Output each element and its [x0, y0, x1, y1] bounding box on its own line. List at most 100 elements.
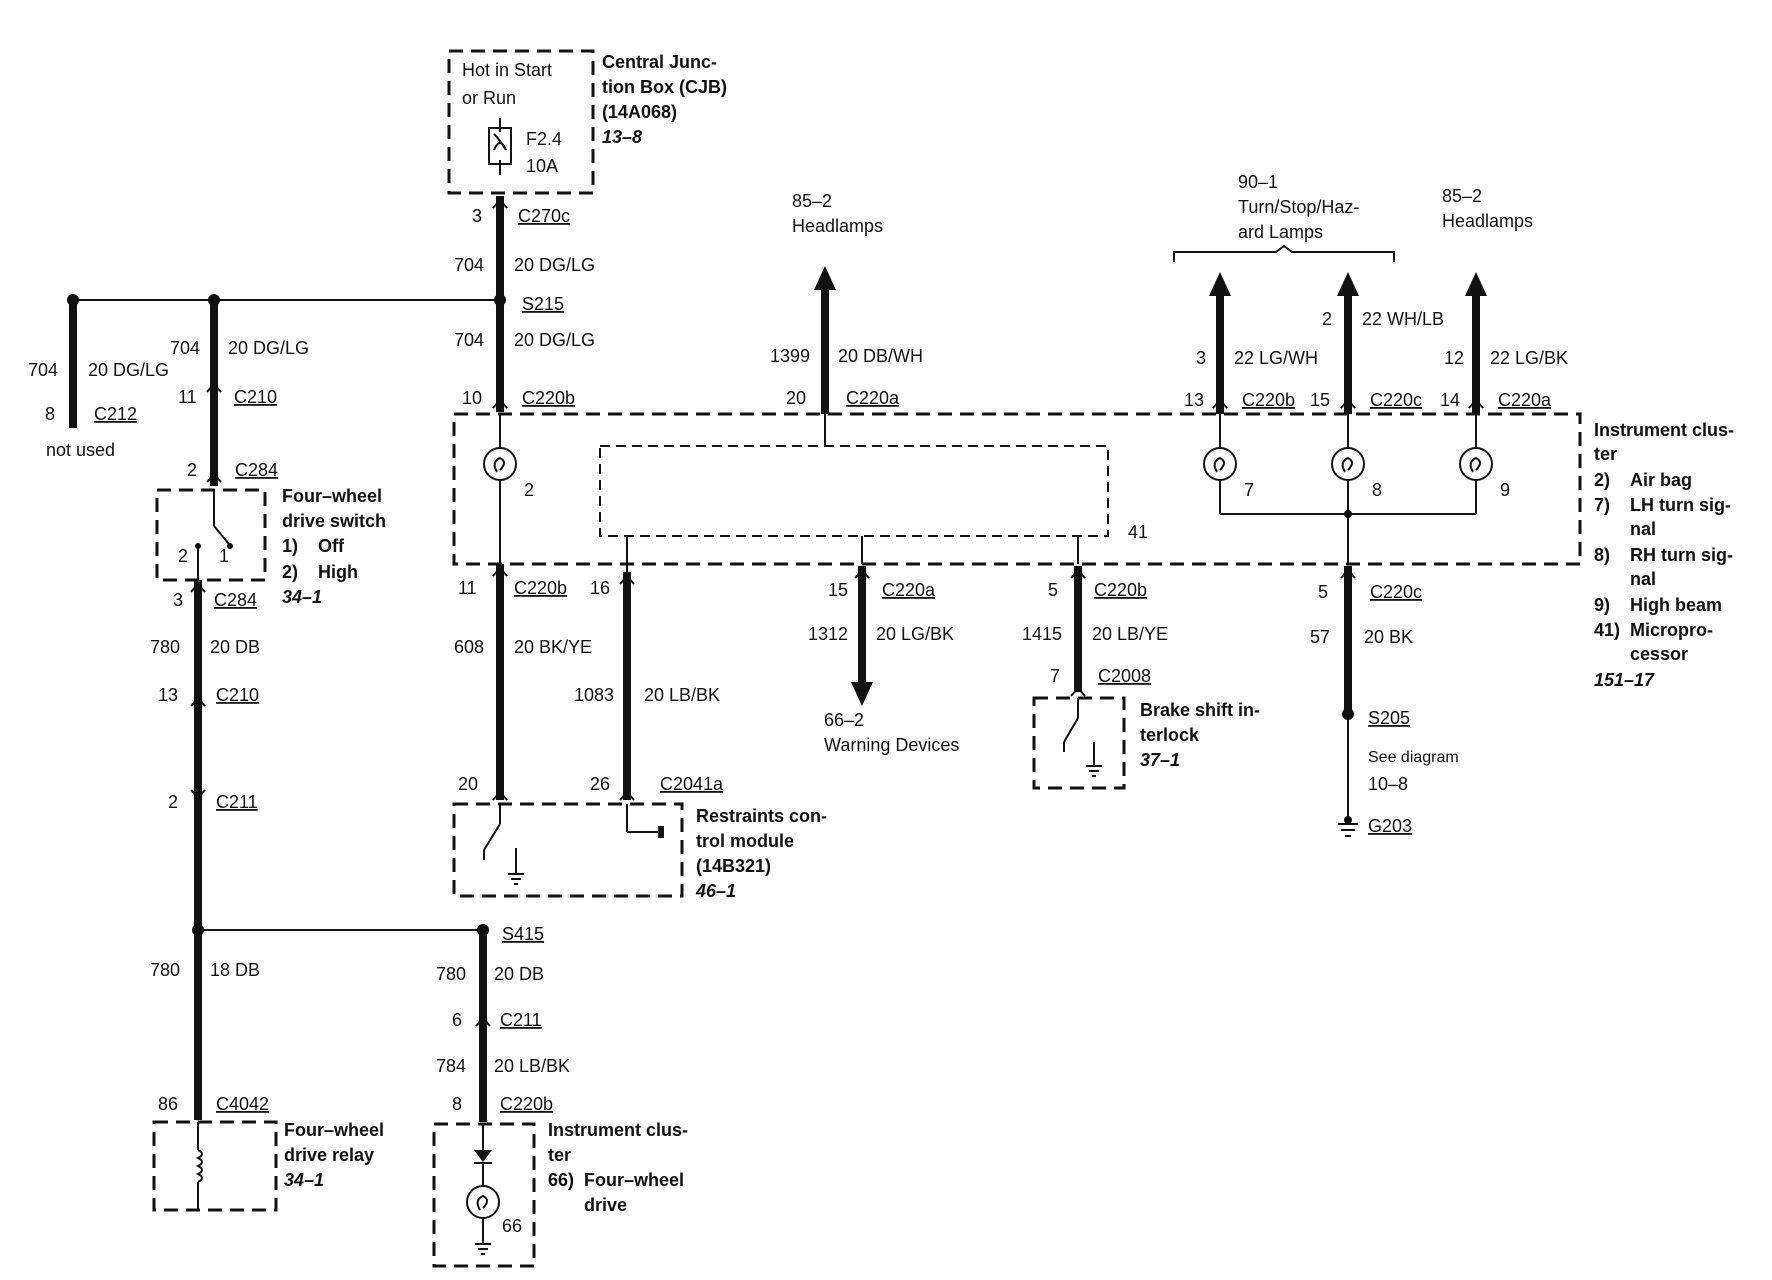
- diode-icon: [474, 1150, 492, 1162]
- switch-blade-icon: [1063, 717, 1079, 743]
- ground-icon: [1086, 765, 1102, 777]
- s415-branch: S415 780 20 DB 6 C211 784 20 LB/BK 8 C22…: [198, 924, 570, 1122]
- indicator-lamp-66-icon: [466, 1185, 500, 1219]
- restraints-title1: Restraints con-: [696, 806, 827, 826]
- wire-704-d-num: 704: [170, 338, 200, 358]
- wire-57-ground: 5 C220c 57 20 BK S205 See diagram 10–8 G…: [1310, 566, 1459, 837]
- c220c-b-label: C220c: [1370, 582, 1422, 602]
- wire-780-a-num: 780: [150, 637, 180, 657]
- connector-chevron-icon: [854, 568, 870, 579]
- restraints-title2: trol module: [696, 831, 794, 851]
- s205-label: S205: [1368, 708, 1410, 728]
- ic-low-66-num: 66): [548, 1170, 574, 1190]
- brake-ref: 37–1: [1140, 750, 1180, 770]
- ic-item41a: Micropro-: [1630, 620, 1713, 640]
- fwd-relay-title2: drive relay: [284, 1145, 374, 1165]
- lamp-filament-icon: [1213, 456, 1225, 473]
- c2041a-pin1: 20: [458, 774, 478, 794]
- wire-704-a-color: 20 DG/LG: [514, 255, 595, 275]
- fwd-switch-title2: drive switch: [282, 511, 386, 531]
- c211-left-label: C211: [216, 792, 258, 812]
- ic-item9: High beam: [1630, 595, 1722, 615]
- turn-ref: 90–1: [1238, 172, 1278, 192]
- c210-top-label: C210: [234, 387, 277, 407]
- c210-bot-label: C210: [216, 685, 259, 705]
- c220a-b-label: C220a: [882, 580, 936, 600]
- connector-chevron-icon: [1468, 398, 1484, 409]
- fwd-switch-opt1: Off: [318, 536, 345, 556]
- connector-chevron-icon: [492, 566, 508, 577]
- wire-3-lh-turn: 3 22 LG/WH 13 C220b: [1184, 272, 1318, 414]
- arrow-up-icon: [1209, 272, 1231, 296]
- lamp-filament-icon: [1341, 456, 1353, 473]
- turn-stop-hazard-dest: 90–1 Turn/Stop/Haz- ard Lamps: [1173, 172, 1395, 262]
- main-feed-704: 3 C270c 704 20 DG/LG S215 704 20 DG/LG 1…: [454, 196, 595, 412]
- wire-608-num: 608: [454, 637, 484, 657]
- s215-label: S215: [522, 294, 564, 314]
- wire-1312-color: 20 LG/BK: [876, 624, 954, 644]
- c220c-b-pin: 5: [1318, 582, 1328, 602]
- c4042-label: C4042: [216, 1094, 269, 1114]
- fuse-element-icon: [493, 118, 507, 175]
- c220a-b-pin: 15: [828, 580, 848, 600]
- headlamps-left-ref: 85–2: [792, 191, 832, 211]
- c220b-low-pin: 8: [452, 1094, 462, 1114]
- wire-3-num: 3: [1196, 348, 1206, 368]
- instrument-cluster: 2 41 7 8 9 Instrument clus- ter 2) Air b…: [452, 412, 1734, 690]
- c211-left-pin: 2: [168, 792, 178, 812]
- cjb-ref: 13–8: [602, 127, 642, 147]
- c220b-b1-pin2: 16: [590, 578, 610, 598]
- headlamps-right-ref: 85–2: [1442, 186, 1482, 206]
- connector-chevron-icon: [1340, 398, 1356, 409]
- c220b-r-pin: 13: [1184, 390, 1204, 410]
- switch-contact-icon: [227, 543, 233, 549]
- wire-1399-num: 1399: [770, 346, 810, 366]
- headlamps-right-label: Headlamps: [1442, 211, 1533, 231]
- wire-780-c-num: 780: [436, 964, 466, 984]
- wire-780-left: 3 C284 780 20 DB 13 C210 2 C211 780 18 D…: [150, 580, 269, 1120]
- ic-four-wheel-drive: 66 Instrument clus- ter 66) Four–wheel d…: [432, 1120, 688, 1268]
- connector-chevron-icon: [190, 582, 206, 593]
- wire-608: 11 C220b 16 608 20 BK/YE 20: [454, 564, 610, 801]
- ic-title2: ter: [1594, 444, 1617, 464]
- wire-1312-num: 1312: [808, 624, 848, 644]
- lamp-8-num: 8: [1372, 480, 1382, 500]
- wire-2-num: 2: [1322, 309, 1332, 329]
- wire-704-a-num: 704: [454, 255, 484, 275]
- fwd-switch-branch: 704 20 DG/LG 11 C210 2 C284: [170, 300, 309, 486]
- connector-chevron-icon: [492, 790, 508, 801]
- wire-3-color: 22 LG/WH: [1234, 348, 1318, 368]
- c220a-top-label: C220a: [846, 388, 900, 408]
- wire-12-num: 12: [1444, 348, 1464, 368]
- c2041a-pin2: 26: [590, 774, 610, 794]
- wire-1415: 5 C220b 1415 20 LB/YE 7 C2008: [1022, 566, 1168, 697]
- c220b-b1-label: C220b: [514, 578, 567, 598]
- rh-turn-lamp-icon: [1331, 447, 1365, 481]
- restraints-ref: 46–1: [695, 881, 736, 901]
- c284-top-pin: 2: [187, 460, 197, 480]
- ic-item8b: nal: [1630, 569, 1656, 589]
- lamp-filament-icon: [476, 1194, 488, 1211]
- ic-item2: Air bag: [1630, 470, 1692, 490]
- cjb-dashed-box: [447, 49, 595, 195]
- fwd-switch-opt2: High: [318, 562, 358, 582]
- s415-label: S415: [502, 924, 544, 944]
- connector-chevron-icon: [1070, 568, 1086, 579]
- warning-label: Warning Devices: [824, 735, 959, 755]
- c212-branch: 704 20 DG/LG 8 C212 not used: [28, 300, 169, 460]
- wire-2-rh-turn: 2 22 WH/LB 15 C220c: [1310, 272, 1444, 414]
- cjb-title-line1: Central Junc-: [602, 52, 717, 72]
- warning-ref: 66–2: [824, 710, 864, 730]
- c220c-r-label: C220c: [1370, 390, 1422, 410]
- fwd-switch-title1: Four–wheel: [282, 486, 382, 506]
- c220b-low-label: C220b: [500, 1094, 553, 1114]
- microprocessor-box: [599, 445, 1109, 537]
- cjb-hot-line2: or Run: [462, 88, 516, 108]
- microprocessor-num: 41: [1128, 522, 1148, 542]
- ic-low-title1: Instrument clus-: [548, 1120, 688, 1140]
- c220b-b2-label: C220b: [1094, 580, 1147, 600]
- c220b-top-label: C220b: [522, 388, 575, 408]
- bracket-icon: [1173, 244, 1395, 262]
- lamp-7-num: 7: [1244, 480, 1254, 500]
- ic-item7-num: 7): [1594, 495, 1610, 515]
